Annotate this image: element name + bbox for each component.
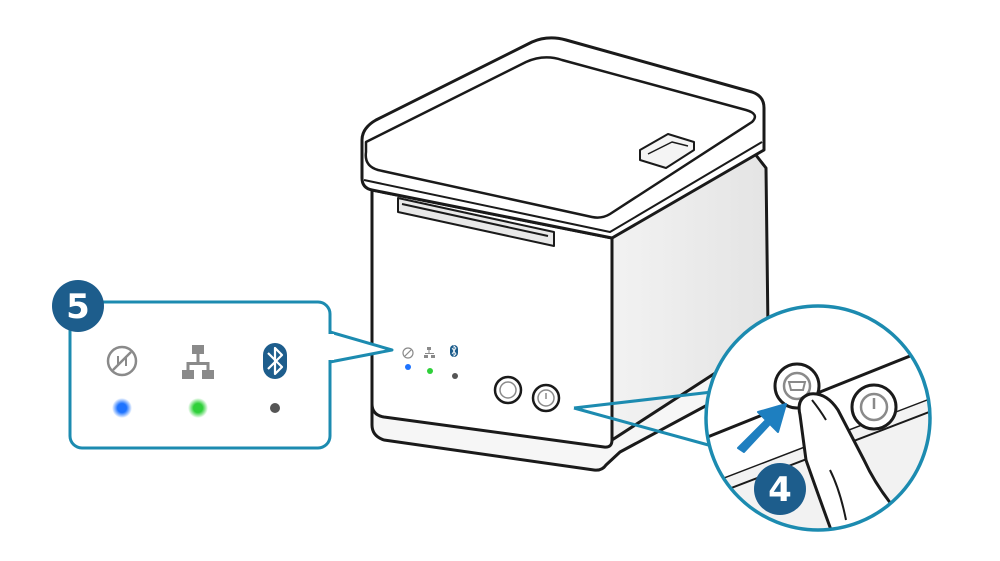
printer-led-indicators (402, 345, 458, 379)
printer-power-status-icon (402, 347, 414, 359)
zoom-pointer-lines (573, 390, 713, 448)
led-callout-pointer (329, 330, 394, 364)
press-arrow (737, 403, 787, 453)
printer-bluetooth-icon (450, 345, 458, 357)
printer-led-network (427, 368, 433, 374)
printer-power-button[interactable] (531, 383, 561, 413)
step-badge-5: 5 (52, 280, 104, 332)
bluetooth-icon (263, 343, 287, 379)
step-badge-4: 4 (754, 463, 806, 515)
step-number-4: 4 (768, 470, 792, 510)
zoom-feed-button[interactable] (773, 362, 821, 410)
printer-led-bluetooth (452, 373, 458, 379)
led-callout-panel (68, 300, 332, 450)
printer-feed-button[interactable] (493, 375, 523, 405)
printer-network-icon (424, 347, 435, 358)
step-number-5: 5 (66, 287, 90, 327)
zoom-ring (704, 304, 932, 532)
power-status-icon (106, 345, 138, 377)
printer-body (360, 36, 770, 472)
network-led (188, 398, 208, 418)
led-callout (68, 300, 394, 450)
printer-led-power (405, 364, 411, 370)
bluetooth-led (270, 403, 280, 413)
network-icon (182, 345, 214, 379)
zoom-power-button[interactable] (850, 383, 898, 431)
power-led (112, 398, 132, 418)
